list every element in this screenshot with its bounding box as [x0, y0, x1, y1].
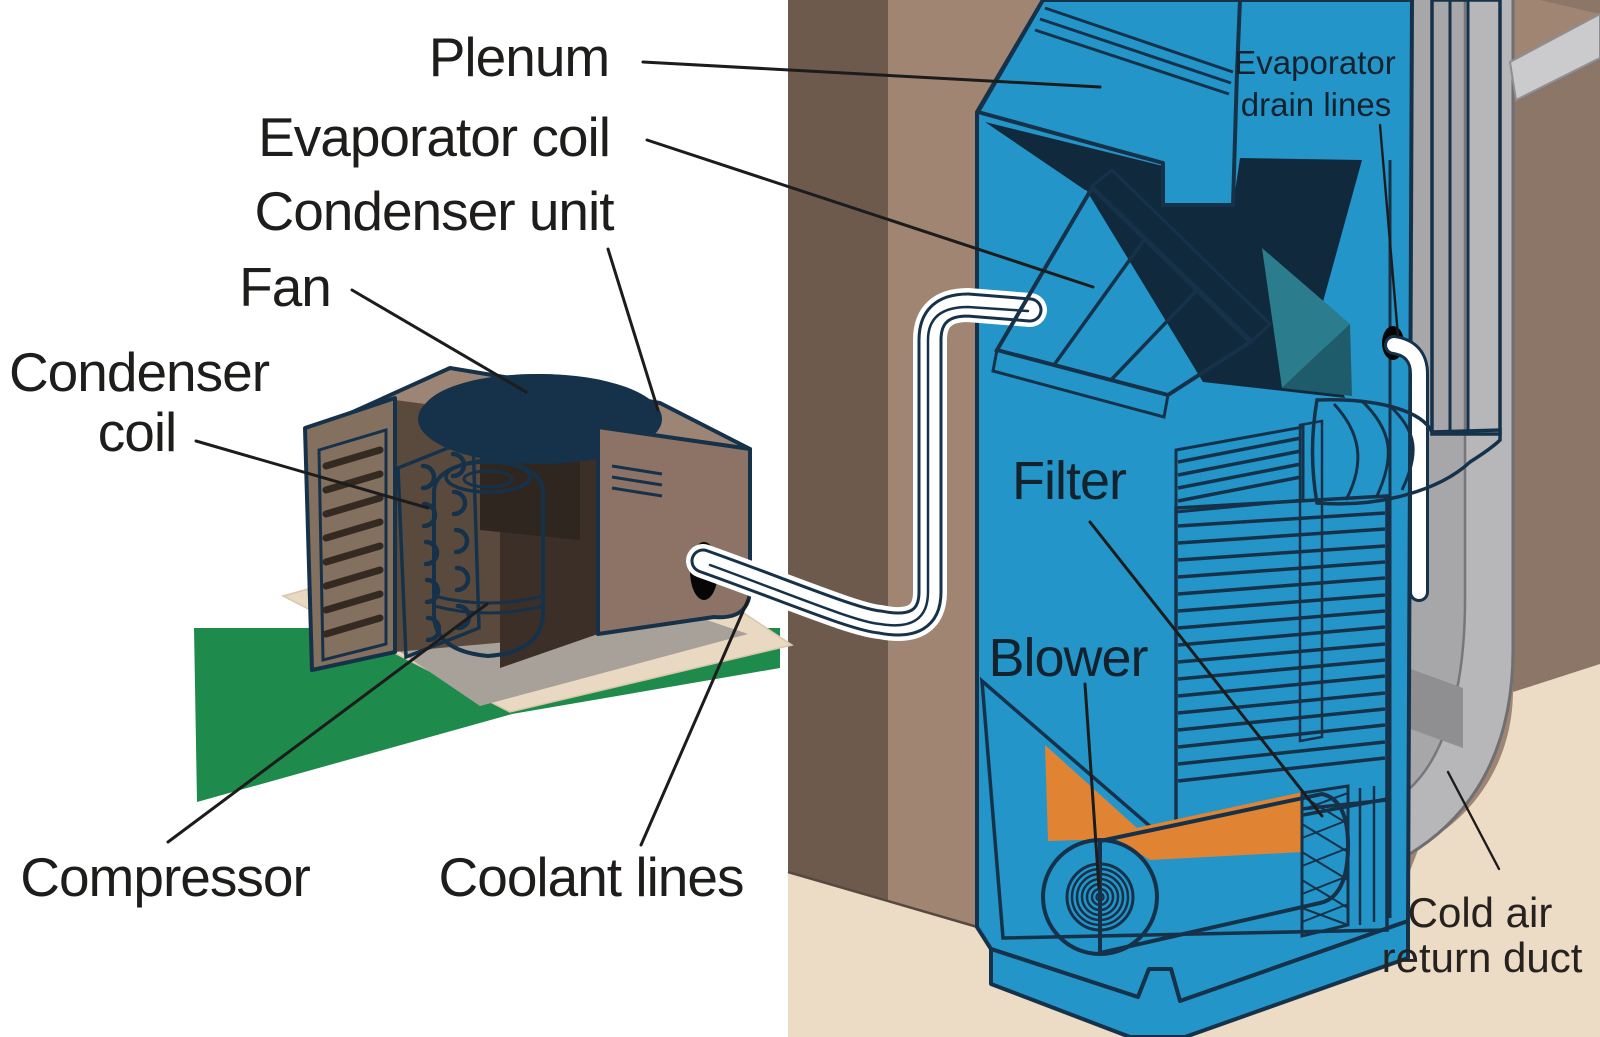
- indoor-unit-illustration: [975, 0, 1414, 1037]
- cold-air-return-duct-illustration: [1407, 0, 1600, 857]
- outdoor-condenser-scene: [194, 366, 794, 802]
- label-cold-air-1: Cold air: [1408, 889, 1553, 936]
- leader-compressor: [166, 602, 489, 844]
- leader-condenser-coil: [194, 439, 430, 510]
- leader-filter: [1088, 520, 1324, 818]
- label-drain-lines-1: Evaporator: [1234, 44, 1395, 81]
- label-evaporator-coil: Evaporator coil: [258, 106, 610, 168]
- leader-coolant-lines: [639, 598, 750, 847]
- leader-drain-lines: [1378, 123, 1400, 338]
- leader-evaporator-coil: [645, 138, 1095, 289]
- label-condenser-unit: Condenser unit: [254, 180, 614, 242]
- chamber-shadow: [985, 122, 1163, 203]
- leader-cold-air-return: [1446, 770, 1501, 871]
- leader-plenum: [641, 60, 1102, 89]
- flue-elbow: [1310, 398, 1502, 506]
- label-condenser-coil-1: Condenser: [9, 341, 270, 403]
- evaporator-coil-illustration: [991, 168, 1273, 419]
- leader-lines: [166, 60, 1501, 890]
- drain-pipe: [1384, 335, 1429, 602]
- label-coolant-lines: Coolant lines: [439, 846, 744, 908]
- label-compressor: Compressor: [20, 846, 310, 908]
- leader-fan: [350, 288, 528, 394]
- label-cold-air-2: return duct: [1382, 934, 1583, 981]
- louver-slats: [322, 446, 384, 638]
- fan-illustration: [422, 374, 650, 454]
- compressor-illustration: [432, 457, 545, 659]
- label-fan: Fan: [239, 256, 331, 318]
- flue-pipe: [1310, 0, 1502, 506]
- unit-base-slab: [390, 604, 748, 706]
- louver-grille: [317, 427, 388, 662]
- cabinet-base-skirt: [989, 919, 1410, 1037]
- plenum-duct: [976, 0, 1242, 207]
- label-condenser-coil-2: coil: [98, 401, 177, 463]
- label-blower: Blower: [988, 628, 1148, 688]
- labels: Plenum Evaporator coil Condenser unit Fa…: [9, 26, 1583, 981]
- label-plenum: Plenum: [429, 26, 609, 88]
- leader-condenser-unit: [606, 247, 660, 412]
- label-drain-lines-2: drain lines: [1241, 86, 1391, 123]
- label-filter: Filter: [1012, 451, 1127, 511]
- leader-blower: [1083, 682, 1101, 890]
- condenser-unit-illustration: [303, 366, 752, 672]
- coolant-line-pipe: [686, 287, 1047, 641]
